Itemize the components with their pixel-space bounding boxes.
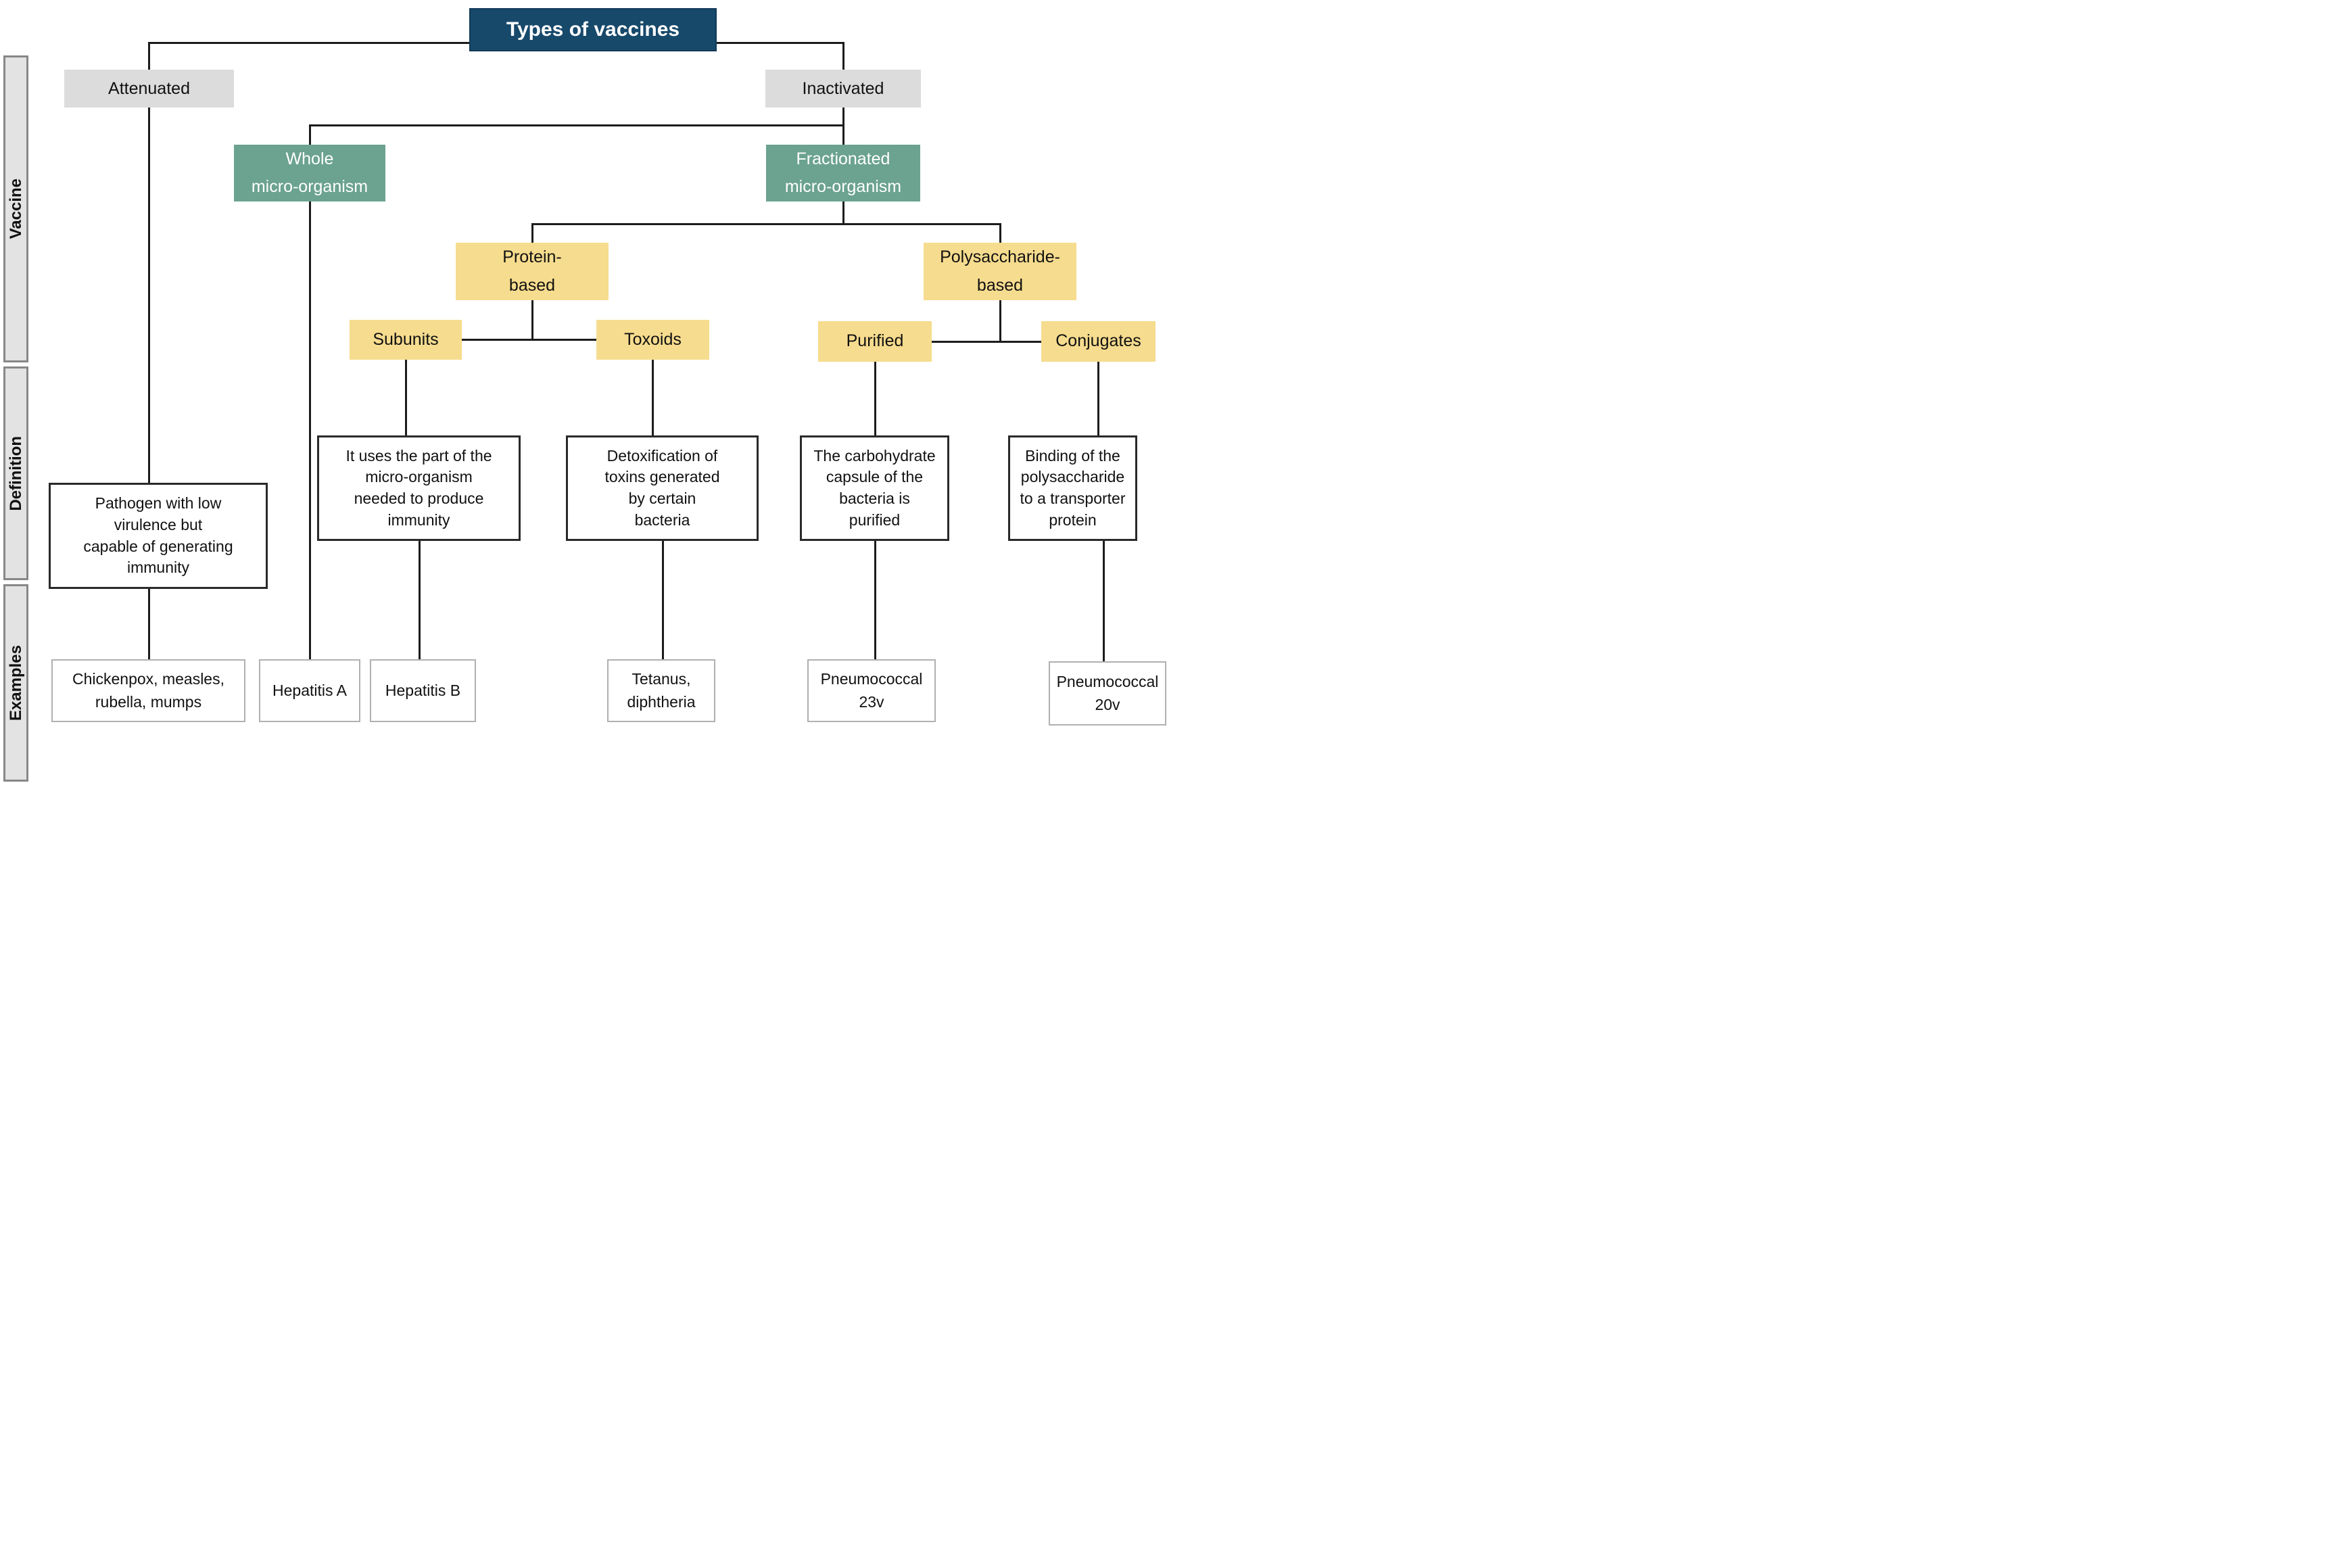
example-conjugates: Pneumococcal 20v [1049,661,1166,726]
node-whole-micro-organism: Whole micro-organism [234,145,385,201]
connector [419,541,421,659]
connector [999,300,1001,341]
connector-polysaccharide-branch [932,341,1041,343]
node-inactivated: Inactivated [765,70,921,108]
connector [842,42,844,70]
vaccine-types-diagram: Vaccine Definition Examples Types of vac… [0,0,1167,784]
node-fractionated-micro-organism: Fractionated micro-organism [766,145,920,201]
node-protein-based: Protein- based [456,243,609,300]
node-purified: Purified [818,321,932,362]
connector [842,201,844,223]
sidebar-row-definition: Definition [3,366,28,580]
connector [662,541,664,659]
connector-fractionated-branch [532,223,1000,225]
connector [309,124,311,145]
connector-inactivated-branch [310,124,843,126]
connector-protein-branch [462,339,596,341]
connector [1097,362,1099,435]
connector [405,360,407,435]
sidebar-row-examples: Examples [3,584,28,782]
connector [874,541,876,659]
connector [999,223,1001,243]
connector [842,108,844,124]
node-polysaccharide-based: Polysaccharide- based [924,243,1076,300]
sidebar-row-definition-label: Definition [6,435,25,511]
connector [148,108,150,483]
example-purified: Pneumococcal 23v [807,659,936,722]
definition-toxoids: Detoxification of toxins generated by ce… [566,435,759,541]
example-subunits: Hepatitis B [370,659,476,722]
definition-purified: The carbohydrate capsule of the bacteria… [800,435,949,541]
connector [148,589,150,659]
node-attenuated: Attenuated [64,70,234,108]
sidebar-row-vaccine-label: Vaccine [6,179,25,239]
node-toxoids: Toxoids [596,320,709,360]
sidebar-row-examples-label: Examples [6,644,25,721]
connector [874,362,876,435]
connector [652,360,654,435]
connector [309,201,311,659]
connector [531,300,533,339]
definition-subunits: It uses the part of the micro-organism n… [317,435,521,541]
example-toxoids: Tetanus, diphtheria [607,659,715,722]
example-whole-micro-organism: Hepatitis A [259,659,360,722]
diagram-title: Types of vaccines [469,8,717,51]
node-conjugates: Conjugates [1041,321,1156,362]
definition-attenuated: Pathogen with low virulence but capable … [49,483,268,589]
connector [842,124,844,145]
connector [1103,541,1105,661]
example-attenuated: Chickenpox, measles, rubella, mumps [51,659,245,722]
definition-conjugates: Binding of the polysaccharide to a trans… [1008,435,1137,541]
sidebar-row-vaccine: Vaccine [3,55,28,362]
connector [531,223,533,243]
node-subunits: Subunits [350,320,462,360]
connector [148,42,150,70]
